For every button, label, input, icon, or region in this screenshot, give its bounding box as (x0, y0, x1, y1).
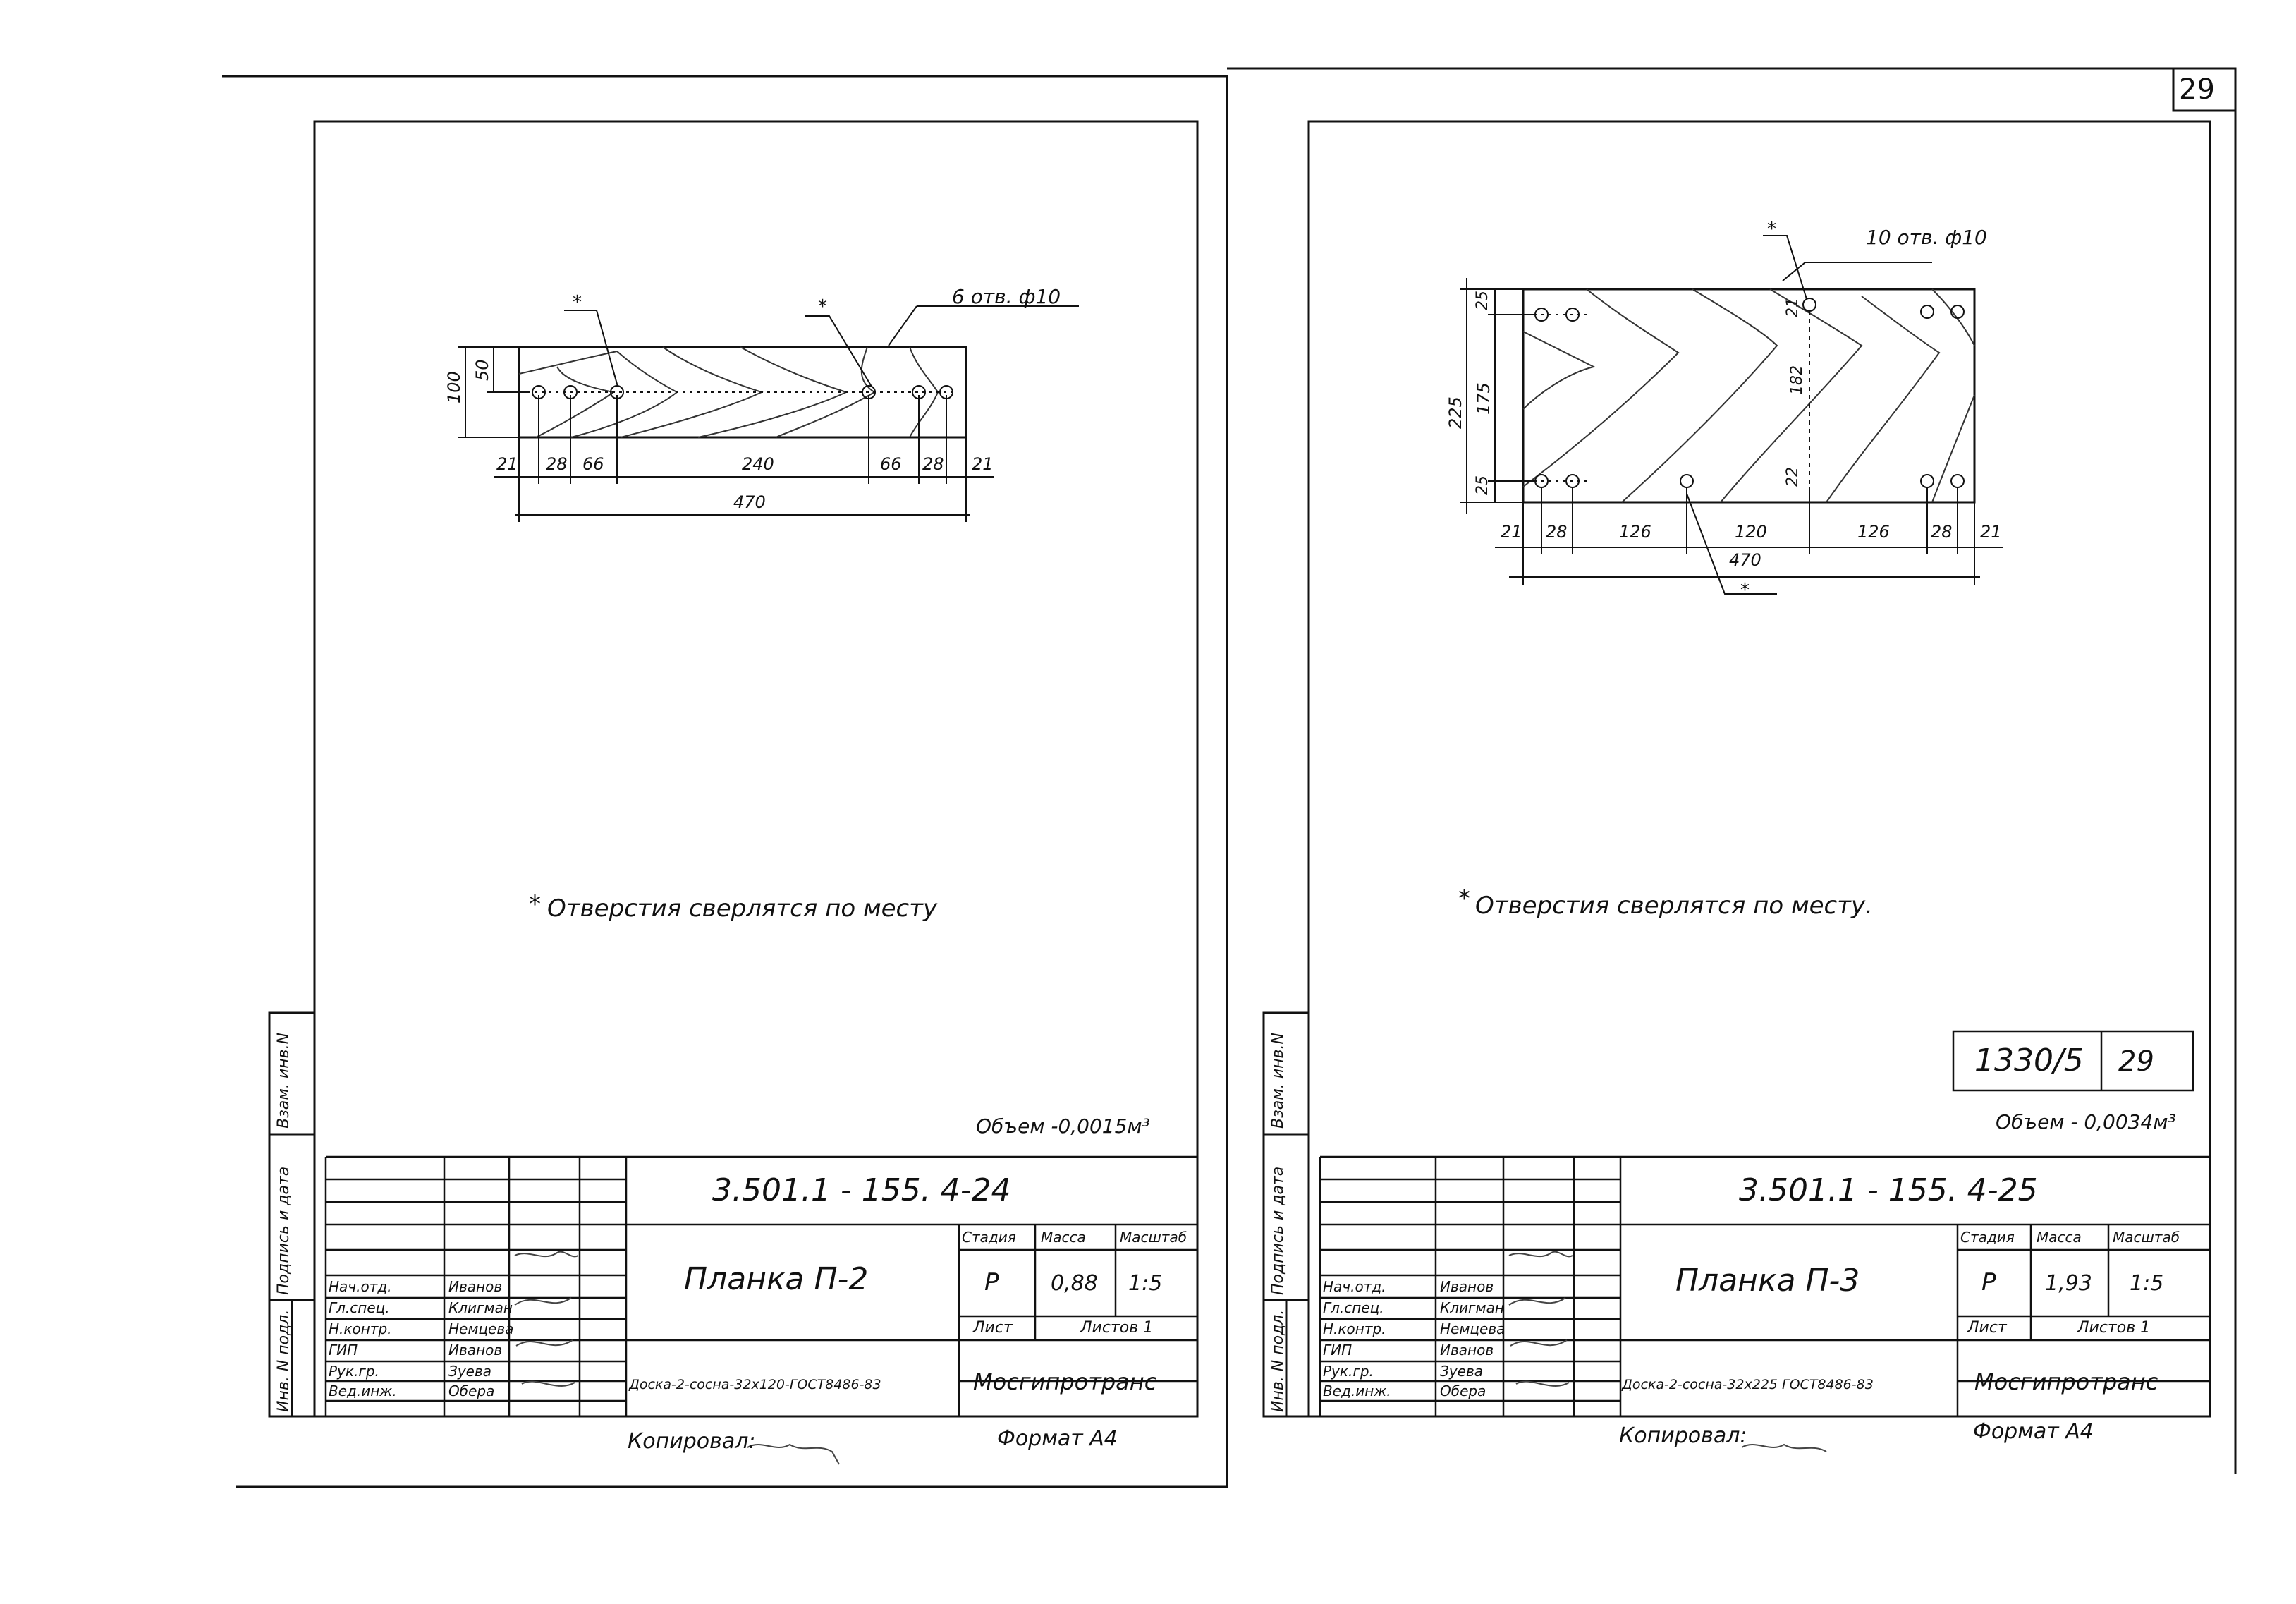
left-star-2: * (818, 296, 827, 317)
left-copied: Копировал: (628, 1429, 756, 1454)
left-stage: Р (984, 1268, 999, 1296)
left-org: Мосгипротранс (973, 1368, 1157, 1395)
right-footnote-star: * (1458, 885, 1470, 913)
left-sheets-label: Листов 1 (1080, 1319, 1154, 1337)
right-dim-5: 28 (1931, 522, 1953, 542)
right-dim-6: 21 (1980, 522, 2002, 542)
left-footnote-star: * (529, 890, 541, 918)
right-sheets-label: Листов 1 (2077, 1319, 2151, 1337)
right-dim-1: 28 (1546, 522, 1568, 542)
left-name-4: Зуева (448, 1363, 492, 1380)
right-dim-inner-2: 22 (1784, 467, 1802, 487)
right-col-mass: Масса (2037, 1229, 2082, 1246)
right-mass: 1,93 (2045, 1271, 2092, 1296)
right-name-0: Иванов (1440, 1278, 1494, 1295)
right-dim-inner-0: 21 (1784, 298, 1802, 317)
right-dim-2: 126 (1619, 522, 1651, 542)
right-dim-total: 470 (1729, 550, 1761, 570)
right-order-number: 1330/5 (1974, 1043, 2084, 1079)
right-side-label-1: Подпись и дата (1269, 1166, 1287, 1295)
left-side-label-2: Инв. N подл. (275, 1309, 293, 1412)
left-role-2: Н.контр. (329, 1320, 392, 1337)
left-material: Доска-2-сосна-32х120-ГОСТ8486-83 (629, 1377, 881, 1392)
right-org: Мосгипротранс (1974, 1368, 2158, 1395)
left-side-label-0: Взам. инв.N (275, 1033, 293, 1129)
left-title: Планка П-2 (684, 1261, 869, 1297)
left-mass: 0,88 (1051, 1271, 1098, 1296)
left-scale: 1:5 (1128, 1271, 1163, 1296)
left-dim-2: 66 (582, 454, 604, 474)
right-material: Доска-2-сосна-32х225 ГОСТ8486-83 (1622, 1377, 1874, 1392)
left-role-0: Нач.отд. (329, 1278, 392, 1295)
right-star-1: * (1767, 219, 1776, 240)
right-star-2: * (1740, 580, 1750, 601)
left-name-0: Иванов (448, 1278, 503, 1295)
right-copied: Копировал: (1619, 1423, 1747, 1448)
left-name-3: Иванов (448, 1342, 503, 1359)
left-dim-0: 21 (496, 454, 518, 474)
right-dim-side-2: 175 (1474, 382, 1494, 415)
right-dim-side-0: 225 (1446, 396, 1465, 429)
right-dim-side-3: 25 (1474, 475, 1491, 495)
right-role-2: Н.контр. (1323, 1320, 1386, 1337)
right-stage: Р (1981, 1268, 1996, 1296)
left-volume: Объем -0,0015м³ (976, 1114, 1150, 1138)
left-name-1: Клигман (448, 1299, 513, 1316)
right-role-1: Гл.спец. (1323, 1299, 1384, 1316)
right-doc-code: 3.501.1 - 155. 4-25 (1739, 1172, 2038, 1208)
left-doc-code: 3.501.1 - 155. 4-24 (712, 1172, 1011, 1208)
right-name-1: Клигман (1440, 1299, 1504, 1316)
right-name-5: Обера (1440, 1383, 1486, 1399)
right-role-5: Вед.инж. (1323, 1383, 1391, 1399)
right-role-3: ГИП (1323, 1342, 1352, 1359)
page-number: 29 (2179, 73, 2215, 106)
right-side-label-0: Взам. инв.N (1269, 1033, 1287, 1129)
right-name-4: Зуева (1440, 1363, 1484, 1380)
right-holes-note: 10 отв. ф10 (1866, 226, 1987, 249)
left-footnote: Отверстия сверлятся по месту (547, 894, 938, 923)
left-dim-4: 66 (880, 454, 902, 474)
right-order-sheet: 29 (2118, 1045, 2154, 1078)
left-side-label-1: Подпись и дата (275, 1166, 293, 1295)
right-format: Формат А4 (1973, 1419, 2094, 1444)
left-col-stage: Стадия (962, 1229, 1016, 1246)
right-col-stage: Стадия (1960, 1229, 2015, 1246)
right-col-scale: Масштаб (2113, 1229, 2180, 1246)
left-role-5: Вед.инж. (329, 1383, 397, 1399)
left-sheet-label: Лист (973, 1319, 1013, 1337)
left-role-1: Гл.спец. (329, 1299, 390, 1316)
right-title: Планка П-3 (1675, 1263, 1860, 1299)
left-dim-6: 21 (972, 454, 994, 474)
left-dim-1: 28 (546, 454, 568, 474)
left-role-4: Рук.гр. (329, 1363, 379, 1380)
right-sheet-label: Лист (1967, 1319, 2007, 1337)
right-dim-inner-1: 182 (1788, 365, 1806, 395)
left-name-2: Немцева (448, 1320, 514, 1337)
left-dim-total: 470 (733, 492, 766, 512)
left-holes-note: 6 отв. ф10 (952, 285, 1061, 308)
left-col-scale: Масштаб (1120, 1229, 1187, 1246)
left-dim-5: 28 (922, 454, 944, 474)
right-dim-side-1: 25 (1474, 291, 1491, 310)
left-dim-side-1: 50 (472, 359, 492, 381)
right-dim-3: 120 (1735, 522, 1767, 542)
left-dim-side-0: 100 (444, 371, 464, 403)
left-star-1: * (573, 292, 582, 313)
right-side-label-2: Инв. N подл. (1269, 1309, 1287, 1412)
right-name-3: Иванов (1440, 1342, 1494, 1359)
right-footnote: Отверстия сверлятся по месту. (1475, 892, 1873, 920)
left-role-3: ГИП (329, 1342, 358, 1359)
right-dim-0: 21 (1501, 522, 1522, 542)
right-volume: Объем - 0,0034м³ (1996, 1110, 2176, 1134)
right-role-4: Рук.гр. (1323, 1363, 1374, 1380)
right-name-2: Немцева (1440, 1320, 1506, 1337)
left-name-5: Обера (448, 1383, 495, 1399)
left-col-mass: Масса (1041, 1229, 1086, 1246)
right-scale: 1:5 (2130, 1271, 2164, 1296)
right-dim-4: 126 (1857, 522, 1890, 542)
left-dim-3: 240 (742, 454, 774, 474)
right-role-0: Нач.отд. (1323, 1278, 1386, 1295)
left-format: Формат А4 (997, 1426, 1118, 1451)
